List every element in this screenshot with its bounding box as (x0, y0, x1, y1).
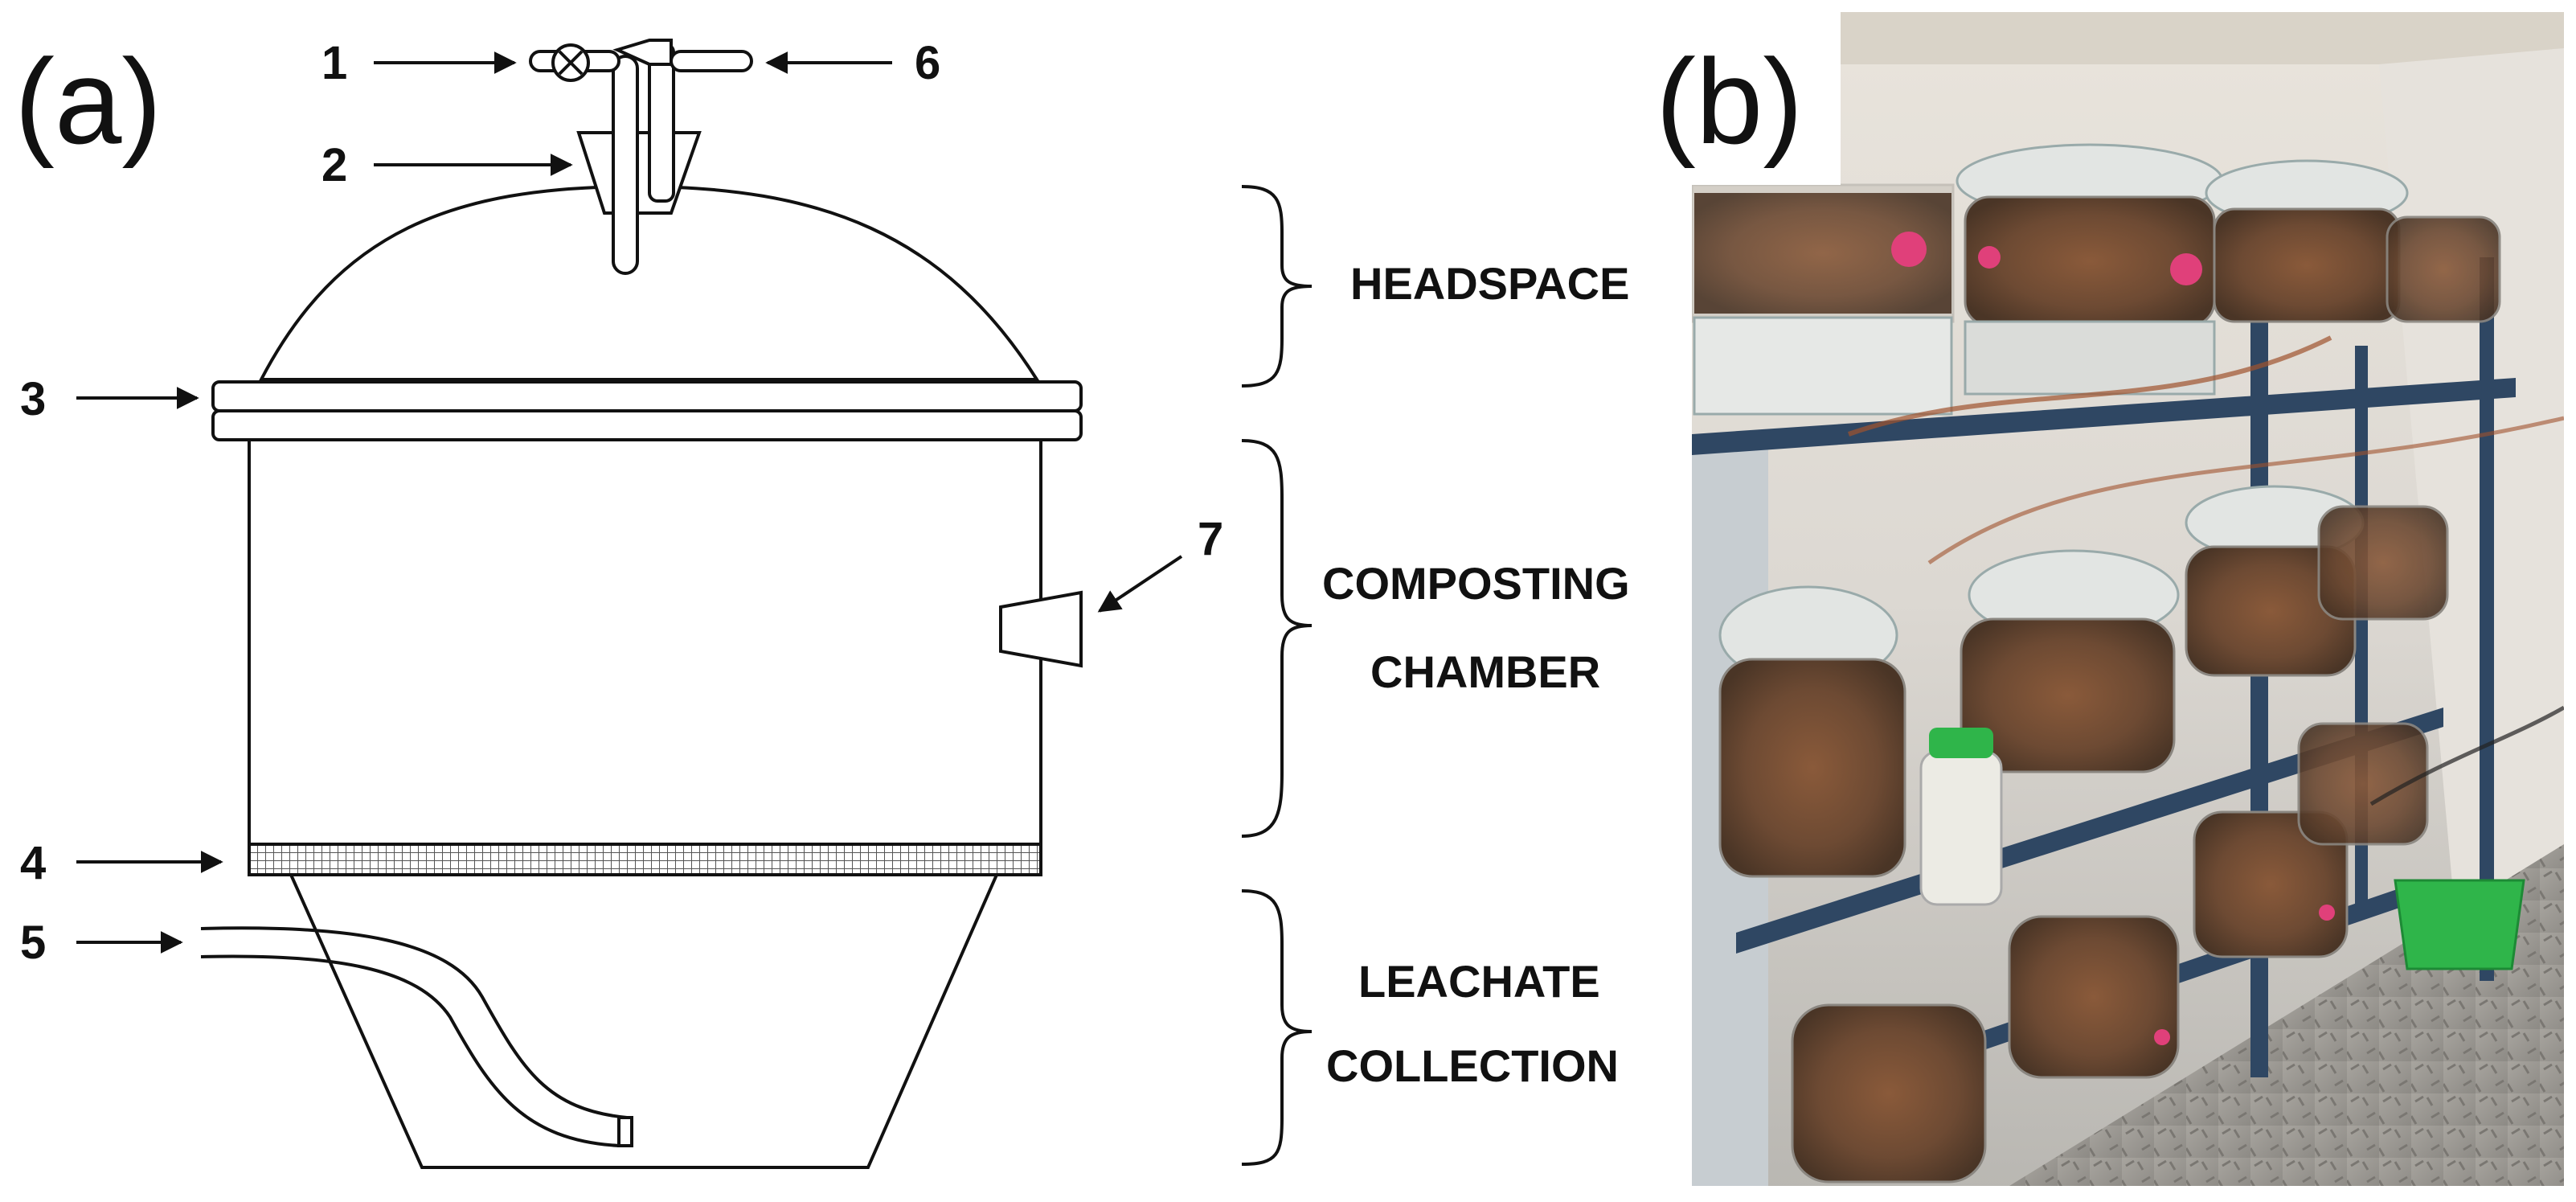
panel-a-label: (a) (14, 34, 162, 169)
bottom-row-desiccators (1791, 722, 2525, 1184)
outlet-bend (612, 39, 673, 66)
side-port (999, 590, 1083, 668)
callout-5: 5 (20, 917, 46, 969)
callout-2: 2 (321, 139, 347, 191)
callout-6: 6 (915, 37, 940, 89)
label-composting-2: CHAMBER (1370, 646, 1600, 697)
label-leachate-2: COLLECTION (1326, 1040, 1619, 1091)
callout-1: 1 (321, 37, 347, 89)
drain-hose-end (617, 1116, 633, 1147)
panel-b-photo: (b) (1656, 8, 2564, 1186)
leachate-collector (288, 873, 1000, 1169)
inlet-tube (612, 55, 639, 275)
outlet-tube (648, 43, 675, 203)
valve-icon (551, 43, 590, 82)
brace-leachate (1241, 889, 1313, 1166)
callout-4: 4 (20, 837, 46, 889)
middle-row-desiccators (1718, 485, 2449, 906)
panel-a: (a) (14, 34, 1630, 1169)
mesh-grid (248, 843, 1042, 876)
dome-lid (258, 184, 1040, 381)
panel-b-label: (b) (1656, 34, 1803, 169)
body-flange (211, 409, 1083, 441)
brace-composting (1241, 439, 1313, 838)
drain-hose (200, 926, 628, 1119)
lid-flange (211, 380, 1083, 412)
callout-3: 3 (20, 373, 46, 425)
label-composting-1: COMPOSTING (1322, 558, 1630, 609)
side-arm (670, 50, 753, 72)
label-headspace: HEADSPACE (1350, 258, 1629, 309)
label-leachate-1: LEACHATE (1358, 956, 1600, 1007)
arrow-7 (1097, 555, 1183, 613)
brace-headspace (1241, 185, 1313, 388)
top-row-desiccators (1692, 143, 2501, 416)
callout-7: 7 (1198, 513, 1223, 565)
composting-chamber (248, 438, 1042, 846)
